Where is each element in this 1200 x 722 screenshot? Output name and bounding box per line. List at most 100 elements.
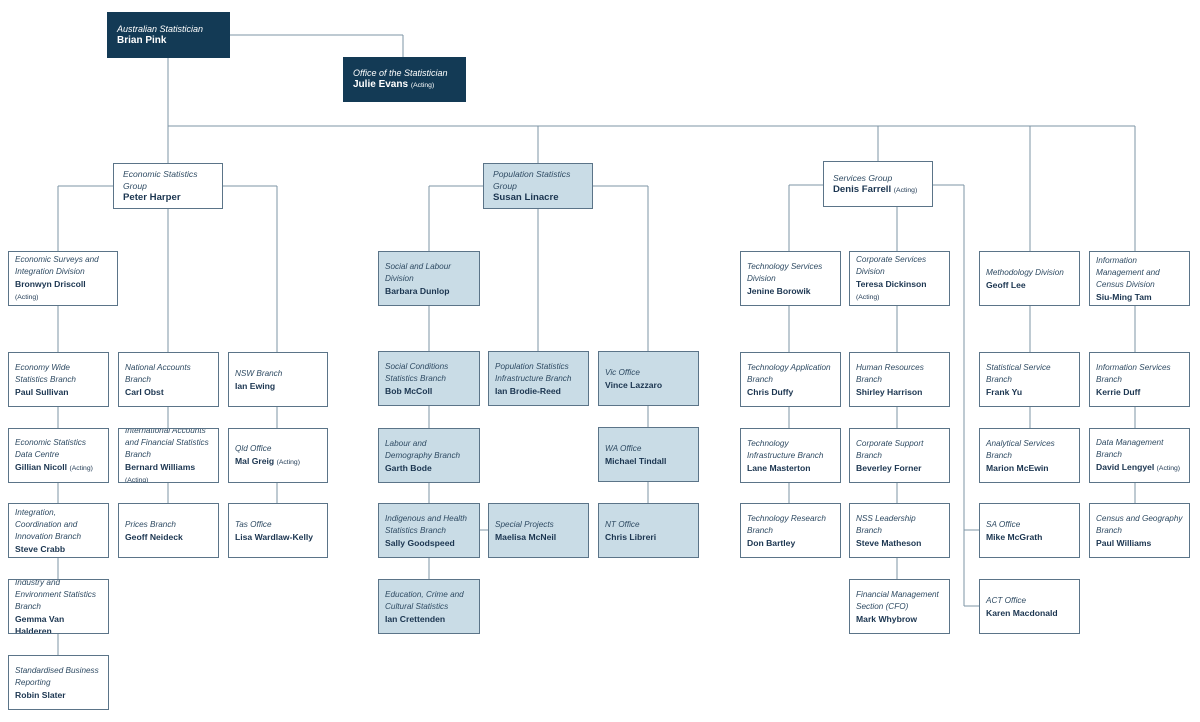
unit-title: Corporate Services Division: [856, 254, 927, 276]
unit-title: Technology Research Branch: [747, 513, 826, 535]
person-name-text: Maelisa McNeil: [495, 531, 557, 542]
person-name-text: Bronwyn Driscoll: [15, 278, 86, 289]
unit-title: NT Office: [605, 519, 640, 529]
unit-title: Technology Services Division: [747, 261, 823, 283]
person-name: Peter Harper: [123, 192, 216, 204]
unit-title: Information Services Branch: [1096, 362, 1171, 384]
person-name: Paul Williams: [1096, 537, 1183, 549]
person-name: Gillian Nicoll (Acting): [15, 461, 102, 475]
person-name-text: Siu-Ming Tam: [1096, 291, 1152, 302]
person-name-text: Shirley Harrison: [856, 386, 923, 397]
person-name-text: Steve Matheson: [856, 537, 922, 548]
person-name: Barbara Dunlop: [385, 285, 473, 297]
unit-title: Qld Office: [235, 443, 272, 453]
person-name-text: Susan Linacre: [493, 192, 559, 203]
unit-title: Human Resources Branch: [856, 362, 924, 384]
person-name-text: Mike McGrath: [986, 531, 1043, 542]
person-name: Chris Duffy: [747, 386, 834, 398]
person-name: Carl Obst: [125, 386, 212, 398]
person-name-text: Frank Yu: [986, 386, 1023, 397]
person-name: Susan Linacre: [493, 192, 586, 204]
person-name: Beverley Forner: [856, 462, 943, 474]
person-name: Marion McEwin: [986, 462, 1073, 474]
person-name: Siu-Ming Tam: [1096, 291, 1183, 303]
unit-title: Standardised Business Reporting: [15, 665, 99, 687]
org-box-info-mgmt: Information Management and Census Divisi…: [1089, 251, 1190, 306]
person-name: Paul Sullivan: [15, 386, 102, 398]
acting-note: (Acting): [893, 186, 918, 194]
acting-note: (Acting): [856, 293, 880, 301]
person-name: Sally Goodspeed: [385, 537, 473, 549]
person-name: Ian Crettenden: [385, 613, 473, 625]
unit-title: Data Management Branch: [1096, 437, 1164, 459]
person-name-text: Carl Obst: [125, 386, 164, 397]
person-name: Mike McGrath: [986, 531, 1073, 543]
unit-title: WA Office: [605, 443, 642, 453]
org-box-econ-surveys: Economic Surveys and Integration Divisio…: [8, 251, 118, 306]
person-name: Frank Yu: [986, 386, 1073, 398]
person-name-text: Garth Bode: [385, 462, 432, 473]
unit-title: Census and Geography Branch: [1096, 513, 1183, 535]
person-name: Geoff Lee: [986, 279, 1073, 291]
unit-title: Vic Office: [605, 367, 640, 377]
person-name-text: Geoff Neideck: [125, 531, 183, 542]
person-name: Michael Tindall: [605, 455, 692, 467]
person-name-text: Peter Harper: [123, 192, 181, 203]
person-name: Julie Evans (Acting): [353, 79, 459, 92]
person-name-text: Paul Sullivan: [15, 386, 69, 397]
person-name: Teresa Dickinson (Acting): [856, 278, 943, 304]
person-name-text: Denis Farrell: [833, 183, 892, 195]
person-name: Steve Crabb: [15, 543, 102, 555]
unit-title: Analytical Services Branch: [986, 438, 1055, 460]
person-name-text: Bernard Williams: [125, 461, 196, 472]
person-name-text: Lane Masterton: [747, 462, 811, 473]
person-name-text: Chris Libreri: [605, 531, 657, 542]
person-name-text: Gemma Van Halderen: [15, 613, 65, 634]
person-name-text: Ian Crettenden: [385, 613, 446, 624]
unit-title: Social Conditions Statistics Branch: [385, 361, 449, 383]
person-name: Geoff Neideck: [125, 531, 212, 543]
unit-title: Population Statistics Group: [493, 169, 571, 191]
unit-title: Australian Statistician: [117, 24, 204, 34]
acting-note: (Acting): [69, 464, 93, 472]
unit-title: Technology Application Branch: [747, 362, 831, 384]
person-name-text: Don Bartley: [747, 537, 796, 548]
person-name-text: Marion McEwin: [986, 462, 1049, 473]
person-name-text: Sally Goodspeed: [385, 537, 455, 548]
unit-title: Financial Management Section (CFO): [856, 589, 939, 611]
person-name-text: Vince Lazzaro: [605, 379, 663, 390]
org-box-international: International Accounts and Financial Sta…: [118, 428, 219, 483]
person-name: Chris Libreri: [605, 531, 692, 543]
person-name-text: Barbara Dunlop: [385, 285, 450, 296]
unit-title: Office of the Statistician: [353, 68, 448, 78]
person-name-text: Brian Pink: [117, 35, 167, 46]
unit-title: Information Management and Census Divisi…: [1096, 255, 1160, 289]
person-name: Brian Pink: [117, 35, 223, 47]
acting-note: (Acting): [1156, 464, 1181, 472]
person-name-text: Mark Whybrow: [856, 613, 918, 624]
unit-title: NSS Leadership Branch: [856, 513, 916, 535]
unit-title: Economy Wide Statistics Branch: [15, 362, 76, 384]
unit-title: National Accounts Branch: [125, 362, 191, 384]
unit-title: Economic Statistics Group: [123, 169, 198, 191]
person-name-text: Paul Williams: [1096, 537, 1152, 548]
person-name: Bernard Williams (Acting): [125, 461, 212, 483]
